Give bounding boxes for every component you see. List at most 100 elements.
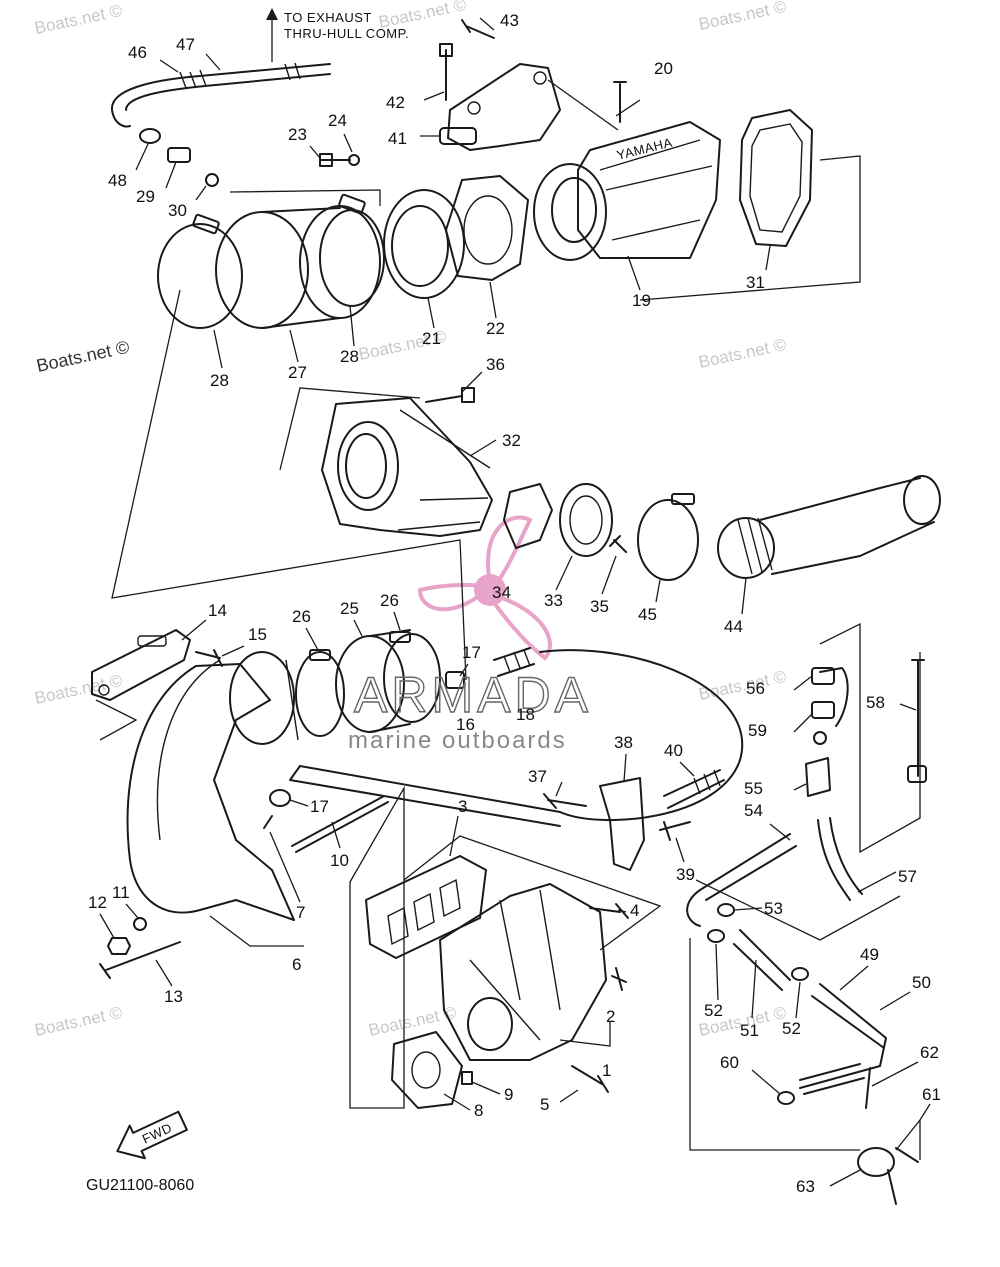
callout-42: 42 (386, 93, 405, 112)
fwd-label: FWD (140, 1120, 175, 1147)
callout-47: 47 (176, 35, 195, 54)
washer (813, 731, 827, 745)
callout-61: 61 (922, 1085, 941, 1104)
callout-36: 36 (486, 355, 505, 374)
callout-23: 23 (288, 125, 307, 144)
callout-9: 9 (504, 1085, 513, 1104)
callouts: 1 2 3 4 5 6 7 8 9 10 11 12 13 14 15 16 1… (88, 11, 941, 1196)
watermark-site: Boats.net © (697, 0, 789, 34)
callout-22: 22 (486, 319, 505, 338)
pin (865, 1067, 871, 1109)
washer (348, 154, 360, 166)
bracket (447, 63, 561, 151)
bolt (609, 535, 627, 553)
clamp-band (157, 223, 243, 329)
callout-11: 11 (112, 883, 130, 902)
callout-58: 58 (866, 693, 885, 712)
gasket (739, 109, 813, 247)
callout-52-right: 52 (782, 1019, 801, 1038)
watermark-site: Boats.net © (35, 337, 131, 376)
nut (107, 937, 131, 955)
hose-clamp (791, 967, 809, 981)
callout-1: 1 (602, 1061, 611, 1080)
callout-30: 30 (168, 201, 187, 220)
callout-13: 13 (164, 987, 183, 1006)
note-line-2: THRU-HULL COMP. (284, 26, 409, 41)
exhaust-housing (321, 397, 493, 537)
callout-37: 37 (528, 767, 547, 786)
callout-62: 62 (920, 1043, 939, 1062)
bolt (195, 649, 223, 667)
callout-26-right: 26 (380, 591, 399, 610)
watermark-site: Boats.net © (33, 671, 125, 708)
joint-fitting (733, 929, 791, 991)
callout-46: 46 (128, 43, 147, 62)
fitting (805, 757, 831, 797)
callout-16: 16 (456, 715, 475, 734)
hose-clamp (269, 789, 291, 807)
gasket (383, 189, 465, 299)
exhaust-hose (717, 475, 941, 579)
lower-left-assembly (91, 629, 744, 979)
bolt (571, 1065, 609, 1093)
fwd-arrow-icon: FWD (116, 1110, 188, 1160)
muffler: YAMAHA (533, 121, 721, 261)
brand-watermark: ARMADA marine outboards (348, 666, 589, 754)
washer (205, 173, 219, 187)
bracket (91, 629, 191, 701)
yamaha-engraving: YAMAHA (615, 135, 674, 163)
gasket (391, 1031, 463, 1109)
callout-29: 29 (136, 187, 155, 206)
callout-48: 48 (108, 171, 127, 190)
callout-39: 39 (676, 865, 695, 884)
nipple (263, 815, 273, 829)
exhaust-note: TO EXHAUST THRU-HULL COMP. (266, 8, 409, 62)
callout-56: 56 (746, 679, 765, 698)
hose (110, 63, 331, 128)
callout-26-left: 26 (292, 607, 311, 626)
hose-joint (215, 211, 309, 329)
exhaust-elbow (126, 651, 299, 921)
clamp-band (319, 209, 385, 307)
clamp-band (637, 499, 699, 581)
bolt (613, 81, 627, 123)
callout-leaders (99, 17, 931, 1187)
water-hose (817, 817, 863, 901)
callout-8: 8 (474, 1101, 483, 1120)
callout-27: 27 (288, 363, 307, 382)
callout-20: 20 (654, 59, 673, 78)
callout-33: 33 (544, 591, 563, 610)
callout-52-left: 52 (704, 1001, 723, 1020)
bolt (439, 43, 453, 101)
gasket (445, 175, 529, 281)
callout-4: 4 (630, 901, 639, 920)
callout-17-upper: 17 (462, 643, 481, 662)
brand-subtitle: marine outboards (348, 727, 567, 754)
hose-clamp (139, 128, 161, 144)
note-line-1: TO EXHAUST (284, 10, 372, 25)
gasket (365, 855, 487, 959)
callout-51: 51 (740, 1021, 759, 1040)
water-hose (799, 1063, 865, 1095)
fitting (663, 769, 725, 809)
callout-15: 15 (248, 625, 267, 644)
fitting (445, 671, 465, 689)
callout-19: 19 (632, 291, 651, 310)
callout-41: 41 (388, 129, 407, 148)
callout-12: 12 (88, 893, 107, 912)
callout-60: 60 (720, 1053, 739, 1072)
callout-7: 7 (296, 903, 305, 922)
callout-28-right: 28 (340, 347, 359, 366)
callout-53: 53 (764, 899, 783, 918)
callout-35: 35 (590, 597, 609, 616)
bolt (425, 387, 475, 403)
callout-18: 18 (516, 705, 535, 724)
watermark-site: Boats.net © (697, 335, 789, 372)
nut (811, 701, 835, 719)
callout-17-lower: 17 (310, 797, 329, 816)
hose-clamp (717, 903, 735, 917)
bolt (99, 941, 181, 979)
collar (439, 127, 477, 145)
watermark-site: Boats.net © (33, 1, 125, 38)
dowel-pin (461, 1071, 473, 1085)
